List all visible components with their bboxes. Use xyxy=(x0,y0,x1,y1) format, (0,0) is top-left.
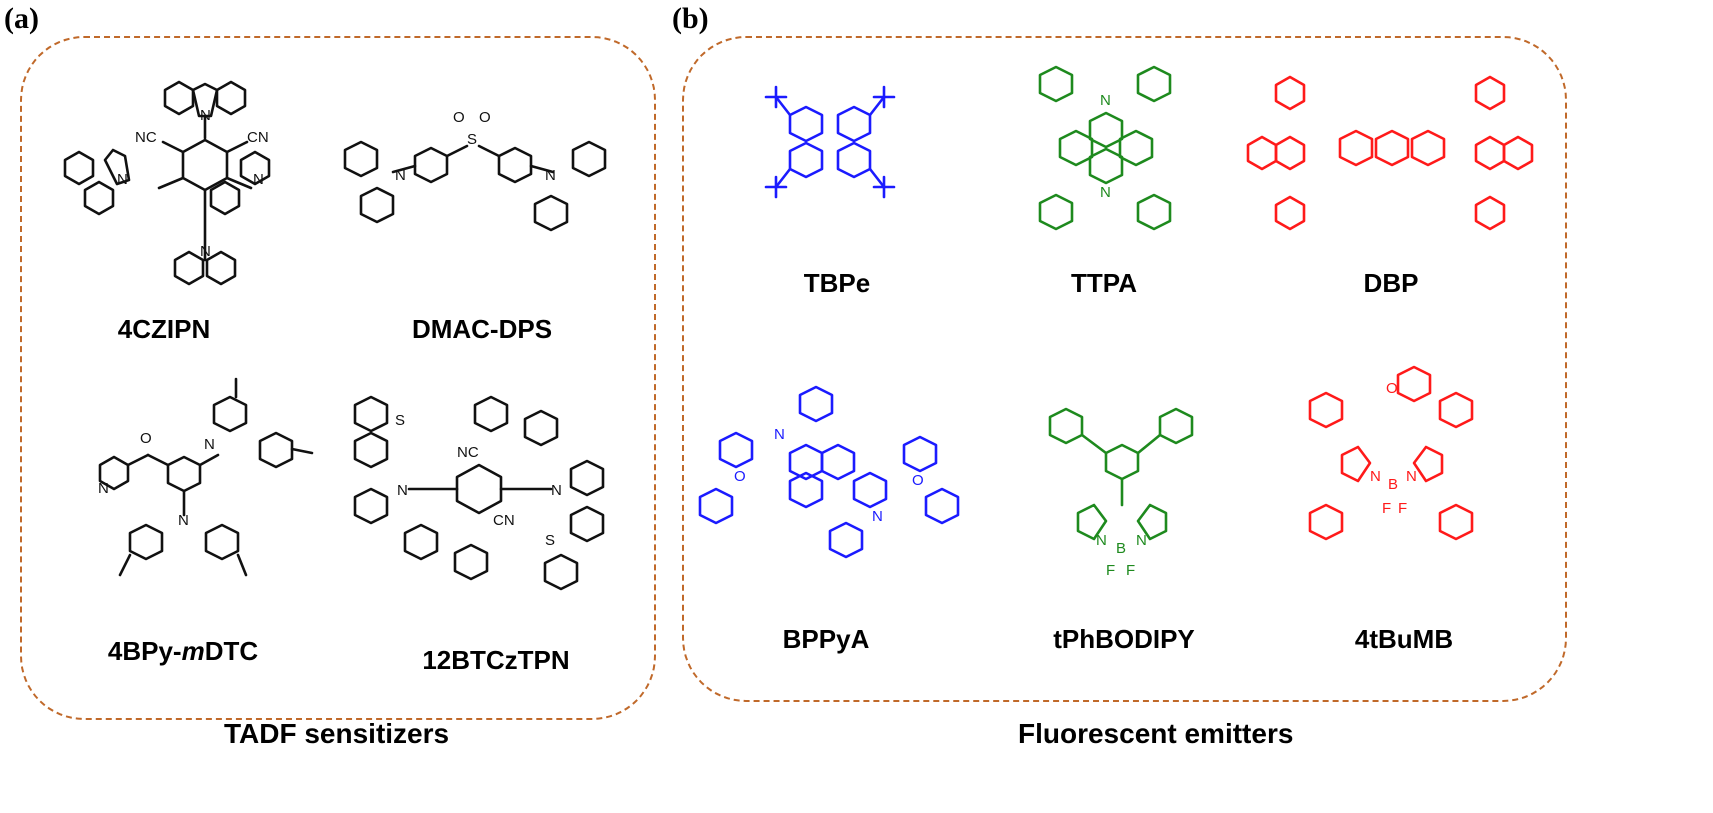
svg-text:N: N xyxy=(395,167,406,184)
structure-dbp xyxy=(1246,75,1534,231)
svg-text:NC: NC xyxy=(457,444,479,461)
svg-text:S: S xyxy=(545,532,555,549)
svg-text:F: F xyxy=(1106,562,1115,579)
svg-text:N: N xyxy=(204,436,215,453)
caption-tadf-sensitizers: TADF sensitizers xyxy=(224,718,450,749)
structure-12btcztpn: S N NC CN N S xyxy=(353,395,605,591)
svg-text:O: O xyxy=(479,109,491,126)
name-4czipn: 4CZIPN xyxy=(117,314,211,344)
name-bppya: BPPyA xyxy=(782,624,870,654)
structure-4czipn: N NC CN N N N xyxy=(63,80,271,286)
name-12btcztpn: 12BTCzTPN xyxy=(422,645,570,675)
name-4bpy-mdtc: 4BPy-mDTC xyxy=(107,636,259,666)
svg-text:N: N xyxy=(1370,468,1381,485)
svg-text:O: O xyxy=(140,430,152,447)
svg-text:CN: CN xyxy=(247,129,269,146)
svg-text:N: N xyxy=(397,482,408,499)
svg-text:B: B xyxy=(1388,476,1398,493)
svg-text:N: N xyxy=(1100,92,1111,109)
svg-text:F: F xyxy=(1398,500,1407,517)
svg-text:O: O xyxy=(1386,380,1398,397)
svg-text:N: N xyxy=(117,171,128,188)
svg-text:O: O xyxy=(734,468,746,485)
tadf-sensitizers-box xyxy=(20,36,656,720)
svg-text:N: N xyxy=(253,171,264,188)
structure-tphbodipy: N B N F F xyxy=(1048,407,1194,579)
name-dmac-dps: DMAC-DPS xyxy=(411,314,553,344)
panel-a-letter: (a) xyxy=(4,2,39,35)
structure-ttpa: N N xyxy=(1038,65,1172,231)
svg-text:NC: NC xyxy=(135,129,157,146)
svg-text:F: F xyxy=(1382,500,1391,517)
name-tbpe: TBPe xyxy=(803,268,871,298)
svg-text:N: N xyxy=(200,107,211,124)
svg-text:N: N xyxy=(98,480,109,497)
caption-fluorescent-emitters: Fluorescent emitters xyxy=(1018,718,1294,749)
structure-bppya: N O N O xyxy=(698,385,960,559)
name-ttpa: TTPA xyxy=(1071,268,1137,298)
structure-4bpy-mdtc: N O N N xyxy=(98,377,314,577)
svg-text:B: B xyxy=(1116,540,1126,557)
structure-dmac-dps: N S O O N xyxy=(343,109,607,232)
svg-text:N: N xyxy=(200,243,211,260)
panel-b-letter: (b) xyxy=(672,2,709,35)
fluorescent-emitters-box xyxy=(682,36,1567,702)
svg-text:N: N xyxy=(1406,468,1417,485)
svg-text:N: N xyxy=(1136,532,1147,549)
svg-text:S: S xyxy=(395,412,405,429)
structure-tbpe xyxy=(764,85,896,199)
svg-text:O: O xyxy=(453,109,465,126)
svg-text:CN: CN xyxy=(493,512,515,529)
svg-text:N: N xyxy=(872,508,883,525)
svg-text:F: F xyxy=(1126,562,1135,579)
svg-text:N: N xyxy=(1100,184,1111,201)
svg-text:N: N xyxy=(774,426,785,443)
svg-text:N: N xyxy=(551,482,562,499)
svg-text:N: N xyxy=(545,167,556,184)
name-tphbodipy: tPhBODIPY xyxy=(1053,624,1195,654)
svg-text:N: N xyxy=(1096,532,1107,549)
svg-text:S: S xyxy=(467,131,477,148)
name-dbp: DBP xyxy=(1363,268,1419,298)
svg-text:O: O xyxy=(912,472,924,489)
structure-4tbumb: O N B N F F xyxy=(1308,365,1474,541)
name-4tbumb: 4tBuMB xyxy=(1354,624,1454,654)
svg-text:N: N xyxy=(178,512,189,529)
